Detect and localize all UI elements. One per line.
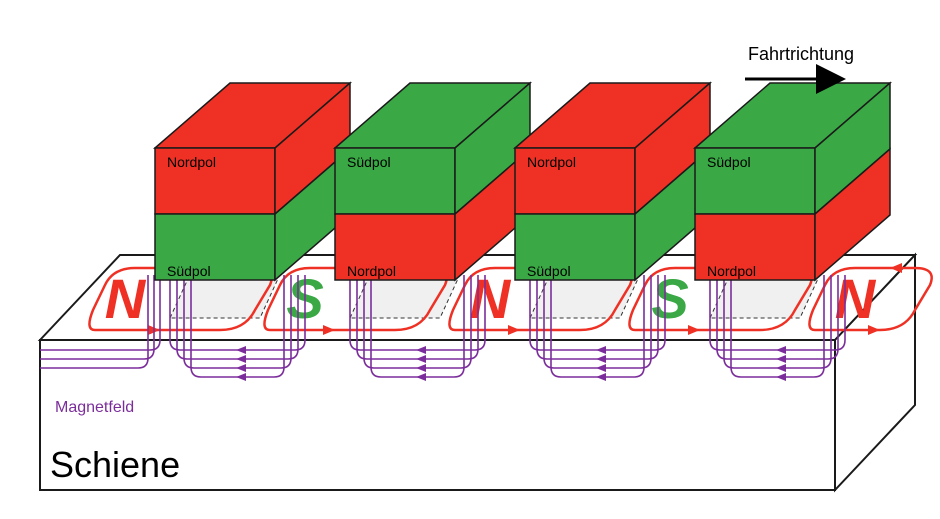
rail-pole-letter: S [651,267,688,330]
field-arrow-icon [596,346,606,354]
magnet-bottom-label: Nordpol [707,263,756,279]
magnet-lower-half [694,213,816,281]
magnet-top-label: Südpol [707,154,751,170]
field-arrow-icon [776,355,786,363]
rail-pole-letter: N [105,267,147,330]
magnet-bottom-label: Südpol [167,263,211,279]
direction-indicator: Fahrtrichtung [745,44,854,94]
field-arrow-icon [236,373,246,381]
magnet-top-label: Nordpol [167,154,216,170]
magnet-side-lower [814,147,891,282]
magnet-top-label: Südpol [347,154,391,170]
field-arrow-icon [416,355,426,363]
field-arrow-icon [416,346,426,354]
rail-pole-letter: N [835,267,877,330]
field-arrow-icon [416,373,426,381]
magnet-lower-half [514,213,636,281]
magnet-lower-half [334,213,456,281]
field-line [40,275,149,369]
magnet-bottom-label: Südpol [527,263,571,279]
field-arrow-icon [236,346,246,354]
current-arrow-icon [688,325,700,335]
magnet-upper-half [154,147,276,215]
magnet-lower-half [154,213,276,281]
direction-label: Fahrtrichtung [748,44,854,64]
field-arrow-icon [596,364,606,372]
field-line [40,275,155,360]
magnet-top-label: Nordpol [527,154,576,170]
magnet-bottom-label: Nordpol [347,263,396,279]
field-arrow-icon [236,364,246,372]
field-line [40,275,161,351]
rail-pole-letter: N [470,267,512,330]
rail-label: Schiene [50,444,180,485]
field-arrow-icon [236,355,246,363]
current-arrow-icon [890,263,902,273]
field-arrow-icon [776,373,786,381]
eddy-current-loop [808,266,933,332]
current-arrow-icon [868,325,880,335]
field-arrow-icon [596,355,606,363]
field-label: Magnetfeld [55,399,134,416]
magnet-layer: NordpolSüdpolSüdpolNordpolNordpolSüdpolS… [152,81,893,282]
current-arrow-icon [323,325,335,335]
field-arrow-icon [596,373,606,381]
magnetic-field-layer [40,275,846,381]
rail-side-face [834,252,916,493]
field-arrow-icon [776,364,786,372]
current-arrow-icon [508,325,520,335]
field-arrow-icon [776,346,786,354]
magnet-upper-half [514,147,636,215]
field-arrow-icon [416,364,426,372]
